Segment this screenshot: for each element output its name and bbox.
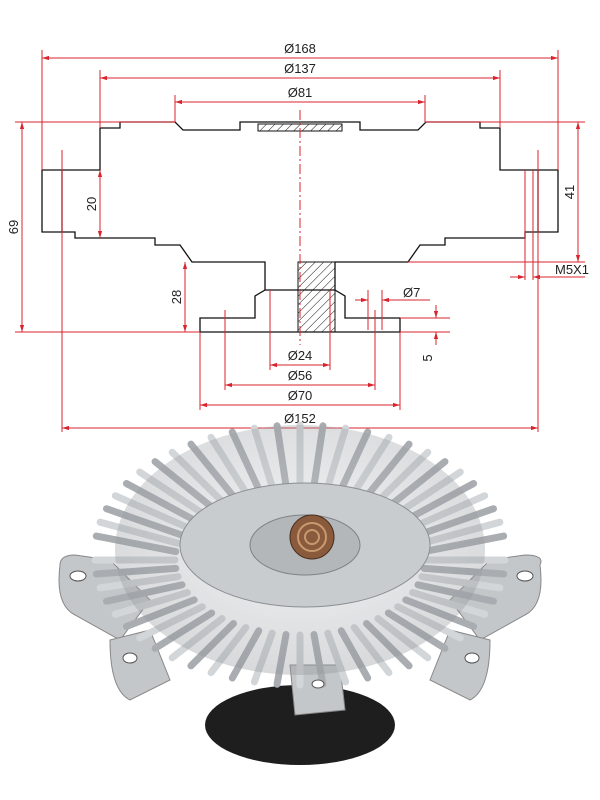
dim-d137: Ø137 bbox=[284, 61, 316, 76]
horizontal-dimensions bbox=[41, 50, 585, 432]
dim-h41: 41 bbox=[562, 185, 577, 199]
dim-h20: 20 bbox=[84, 197, 99, 211]
mounting-holes bbox=[69, 570, 534, 689]
dim-d81: Ø81 bbox=[288, 85, 313, 100]
dim-d70: Ø70 bbox=[288, 388, 313, 403]
dim-h5: 5 bbox=[420, 354, 435, 361]
dim-d56: Ø56 bbox=[288, 368, 313, 383]
dim-thread-m5x1: M5X1 bbox=[555, 262, 589, 277]
clutch-base bbox=[205, 685, 395, 765]
dim-h69: 69 bbox=[6, 220, 21, 234]
bimetal-spring bbox=[289, 514, 335, 560]
dim-d7: Ø7 bbox=[403, 285, 420, 300]
dim-d168: Ø168 bbox=[284, 41, 316, 56]
dim-d24: Ø24 bbox=[288, 348, 313, 363]
dim-h28: 28 bbox=[169, 290, 184, 304]
vertical-dimensions bbox=[15, 121, 585, 345]
dim-d152: Ø152 bbox=[284, 411, 316, 426]
clutch-outline bbox=[41, 121, 559, 333]
